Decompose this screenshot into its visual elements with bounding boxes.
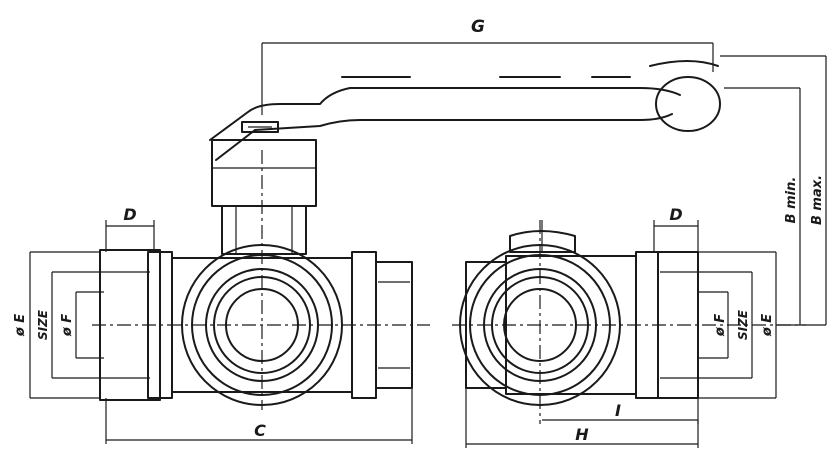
left-side-dimensions: ø E SIZE ø F [13,251,104,399]
label-f-left: ø F [60,314,75,337]
dimension-c: C [105,388,413,444]
right-valve-body [452,220,806,424]
dimension-d-right: D [653,205,699,252]
label-h: H [575,425,589,444]
label-b-min: B min. [784,177,799,224]
label-f-right: ø F [713,314,728,337]
label-d-right: D [669,205,682,224]
label-g: G [471,17,485,37]
label-e-left: ø E [13,314,28,337]
dimension-d-left: D [105,205,155,252]
right-side-dimensions: ø F SIZE ø E [698,251,777,399]
label-i: I [615,401,621,420]
label-e-right: ø E [760,314,775,337]
label-b-max: B max. [810,175,825,225]
dimension-g: G [261,12,714,115]
dimension-i: I [542,398,699,424]
label-d-left: D [123,205,136,224]
label-c: C [254,421,266,440]
label-size-right: SIZE [736,309,750,340]
label-size-left: SIZE [36,309,50,340]
dimension-b: B min. B max. [720,55,827,326]
lever-handle [209,60,721,255]
dimension-h: H [465,388,699,448]
left-valve-body [92,150,430,410]
